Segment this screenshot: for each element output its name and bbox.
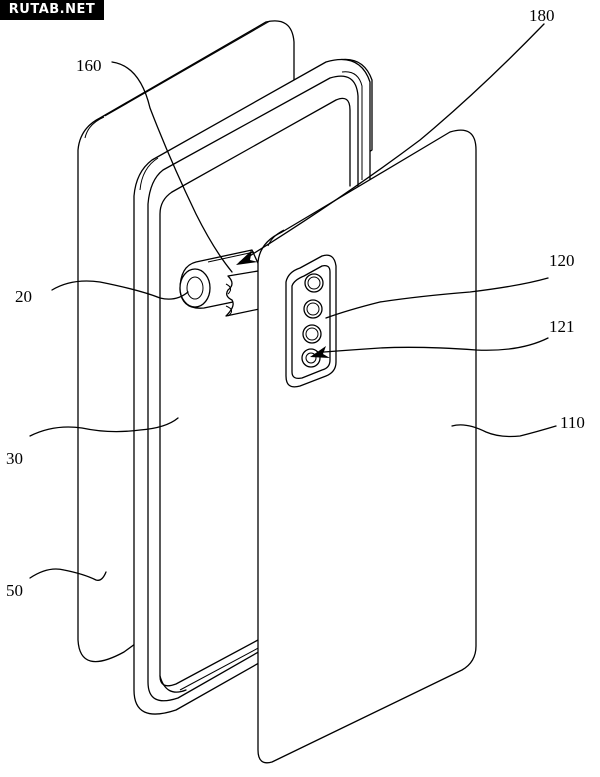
label-160: 160	[76, 56, 102, 75]
camera-module-120	[285, 254, 337, 388]
label-121: 121	[549, 317, 575, 336]
label-50: 50	[6, 581, 23, 600]
label-180: 180	[529, 6, 555, 25]
label-30: 30	[6, 449, 23, 468]
label-120: 120	[549, 251, 575, 270]
bracket-160	[225, 269, 265, 317]
leader-lines	[29, 23, 557, 581]
watermark-logo: RUTAB.NET	[0, 0, 104, 20]
label-110: 110	[560, 413, 585, 432]
label-20: 20	[15, 287, 32, 306]
